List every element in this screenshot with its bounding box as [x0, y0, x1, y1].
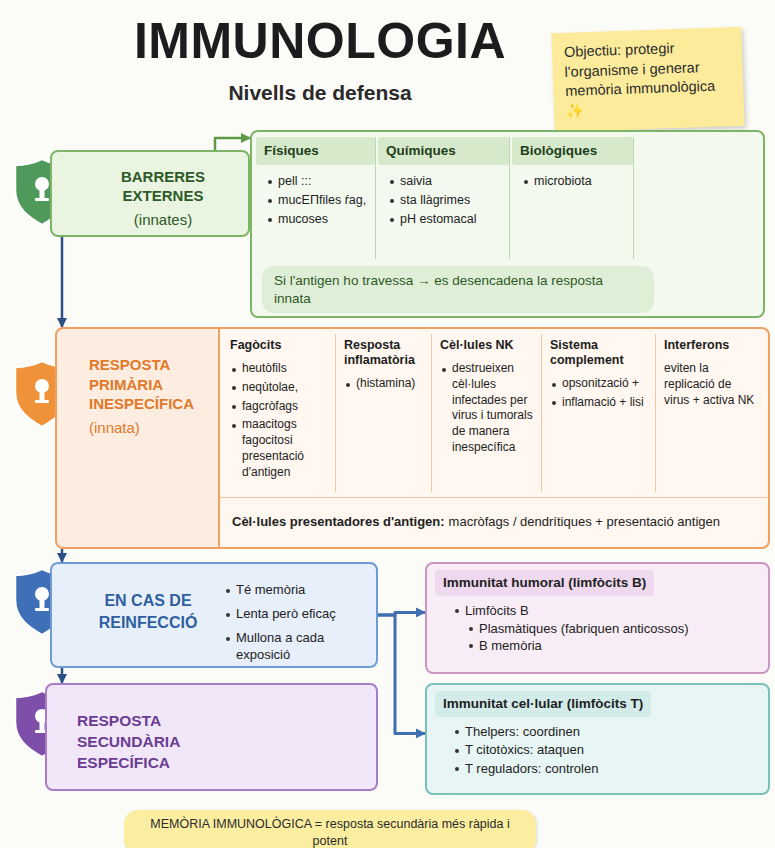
node-box: RESPOSTA SECUNDÀRIA ESPECÍFICA [45, 683, 378, 791]
node-box: MEMÒRIA IMMUNOLÒGICA = resposta secundàr… [124, 810, 536, 848]
shield-emblem [35, 400, 49, 403]
node-footer: Cèl·lules presentadores d'antigen: macròf… [220, 497, 768, 531]
node-text: Limfòcits B [453, 602, 760, 620]
node-box: Interferons eviten la replicació de virus… [658, 334, 766, 492]
node-text: RESPOSTA SECUNDÀRIA ESPECÍFICA [77, 711, 267, 774]
node-text: microbiota [522, 173, 627, 190]
node-box: Objectiu: protegir l'organisme i generar… [551, 27, 744, 133]
node-text: Immunitat humoral (limfòcits B) [435, 570, 654, 596]
node-box: EN CAS DE REINFECCIÓ Té memòriaLenta però… [50, 562, 378, 668]
connector-arrow [378, 612, 425, 615]
node-text: inflamació + lisi [550, 395, 649, 411]
subtitle-label: Nivells de defensa [110, 80, 530, 105]
node-text: (innates) [86, 210, 240, 230]
node-text: pell ::: [266, 173, 369, 190]
node-text: T citotòxics: ataquen [453, 741, 760, 759]
node-text: Cèl·lules NK [440, 338, 535, 353]
node-box: Biològiques microbiota [512, 137, 634, 259]
node-text: Thelpers: coordinen [453, 723, 760, 741]
node-text: opsonització + [550, 376, 649, 392]
node-text: maacitogs fagocitosi presentació d'antig… [230, 417, 329, 480]
node-box: Immunitat cel·lular (limfòcits T) Thelper… [425, 683, 770, 795]
node-box: BARRERES EXTERNES (innates) [50, 150, 250, 237]
node-box: Cèl·lules presentadores d'antigen: macròf… [218, 327, 770, 549]
node-text: RESPOSTA PRIMÀRIA INESPECÍFICA [89, 355, 210, 414]
node-text: heutòfils [230, 361, 329, 377]
node-text: eviten la replicació de virus + activa N… [664, 361, 760, 408]
node-text: Té memòria [224, 582, 374, 599]
node-box: Immunitat humoral (limfòcits B) Limfòcits… [425, 562, 770, 674]
node-text: (histamina) [344, 376, 425, 392]
shield-emblem [40, 190, 45, 199]
node-text: EN CAS DE REINFECCIÓ [84, 590, 212, 633]
node-text: saivia [388, 173, 503, 190]
node-box: Resposta inflamatòria (histamina) [338, 334, 432, 492]
shield-emblem [40, 600, 45, 609]
node-text: Sistema complement [550, 338, 649, 368]
node-text: Lenta però eficaç [224, 606, 374, 623]
node-text: sta llàgrimes [388, 192, 503, 209]
shield-emblem [40, 392, 45, 401]
node-text: Si l'antigen ho travessa → es desencaden… [262, 266, 654, 313]
shield-emblem [35, 379, 49, 393]
shield-emblem [35, 608, 49, 611]
connector-arrow [61, 549, 64, 562]
node-text: Químiques [378, 137, 509, 165]
connector-arrow [61, 237, 64, 327]
node-text: pH estomacal [388, 211, 503, 228]
node-text: macròfags / dendrítiques + presentació a… [449, 514, 720, 529]
node-text: Cèl·lules presentadores d'antigen: [232, 514, 445, 529]
node-text: Objectiu: protegir l'organisme i generar… [564, 37, 733, 121]
node-text: mucEΠfiles ŕag, [266, 192, 369, 209]
node-text: neqùtolae, [230, 380, 329, 396]
node-text: Interferons [664, 338, 760, 353]
shield-emblem [35, 177, 49, 191]
node-box: Físiquespell :::mucEΠfiles ŕag,mucoses [256, 137, 376, 259]
connector-arrow [61, 668, 64, 683]
node-text: BARRERES EXTERNES [86, 168, 240, 206]
node-text: (innata) [89, 418, 210, 438]
node-box: Sistema complement opsonització + inflamac… [544, 334, 656, 492]
shield-emblem [35, 587, 49, 601]
node-text: Biològiques [512, 137, 633, 165]
node-text: Plasmàtiques (fabriquen anticossos) [467, 620, 760, 638]
node-text: B memòria [467, 637, 760, 655]
shield-emblem [35, 198, 49, 201]
node-box: RESPOSTA PRIMÀRIA INESPECÍFICA (innata) [55, 327, 220, 549]
node-box: Si l'antigen ho travessa → es desencaden… [250, 130, 765, 318]
node-box: Fagòcits heutòfils neqùtolae, fagcròfags maa… [224, 334, 336, 492]
node-text: T reguladors: controlen [453, 760, 760, 778]
node-box: Cèl·lules NK destrueixen cèl·lules infect… [434, 334, 542, 492]
node-text: mucoses [266, 211, 369, 228]
node-text: Fagòcits [230, 338, 329, 353]
connector-arrow [378, 615, 425, 733]
node-text: Resposta inflamatòria [344, 338, 425, 368]
connector-arrow [215, 138, 250, 150]
diagram-title: IMMUNOLOGIA [110, 14, 530, 69]
node-text: fagcròfags [230, 399, 329, 415]
node-box: Químiques saivia sta llàgrimes pH estomacal [378, 137, 510, 259]
node-text: Físiques [256, 137, 375, 165]
node-text: destrueixen cèl·lules infectades per vir… [440, 361, 535, 456]
node-text: Mullona a cada exposició [224, 630, 374, 664]
node-text: MEMÒRIA IMMUNOLÒGICA = resposta secundàr… [136, 816, 524, 848]
shield-emblem [40, 722, 45, 731]
node-text: Immunitat cel·lular (limfòcits T) [435, 691, 651, 717]
